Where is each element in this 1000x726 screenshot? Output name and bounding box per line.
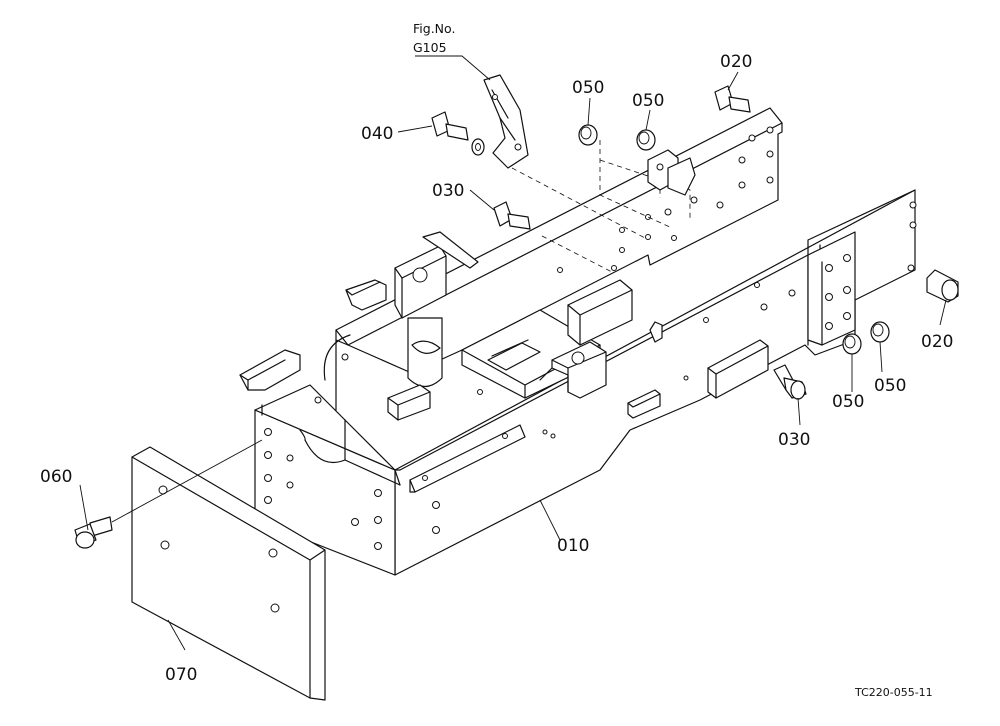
label-040: 040 — [361, 124, 393, 144]
rail-bracket — [647, 149, 696, 196]
label-050-b: 050 — [632, 91, 664, 111]
label-070: 070 — [165, 665, 197, 685]
bracket-g105 — [483, 74, 529, 169]
bolt-030-top — [493, 201, 531, 230]
bolt-030-bottom — [773, 364, 807, 400]
leader-lines — [79, 55, 947, 651]
label-030-top: 030 — [432, 181, 464, 201]
label-010: 010 — [557, 536, 589, 556]
bolt-040 — [431, 111, 485, 156]
main-frame-010 — [239, 107, 917, 576]
front-plate-070 — [131, 446, 326, 701]
nut-050-right-b — [870, 321, 890, 343]
label-050-c: 050 — [874, 376, 906, 396]
drawing-code: TC220-055-11 — [854, 686, 933, 699]
nut-050-top-right — [636, 129, 656, 151]
labels: Fig.No. G105 020 050 050 040 030 020 050… — [40, 21, 953, 699]
bolt-020-top — [714, 85, 751, 113]
label-050-a: 050 — [572, 78, 604, 98]
figure-ref-line1: Fig.No. — [413, 21, 455, 36]
bolt-060 — [74, 516, 113, 549]
label-050-d: 050 — [832, 392, 864, 412]
nut-050-right-a — [842, 333, 862, 355]
figure-ref-line2: G105 — [413, 40, 447, 55]
bolt-020-right — [926, 269, 959, 303]
nut-050-top-left — [578, 124, 598, 146]
label-020-right: 020 — [921, 332, 953, 352]
label-030-bottom: 030 — [778, 430, 810, 450]
label-060: 060 — [40, 467, 72, 487]
label-020-top: 020 — [720, 52, 752, 72]
